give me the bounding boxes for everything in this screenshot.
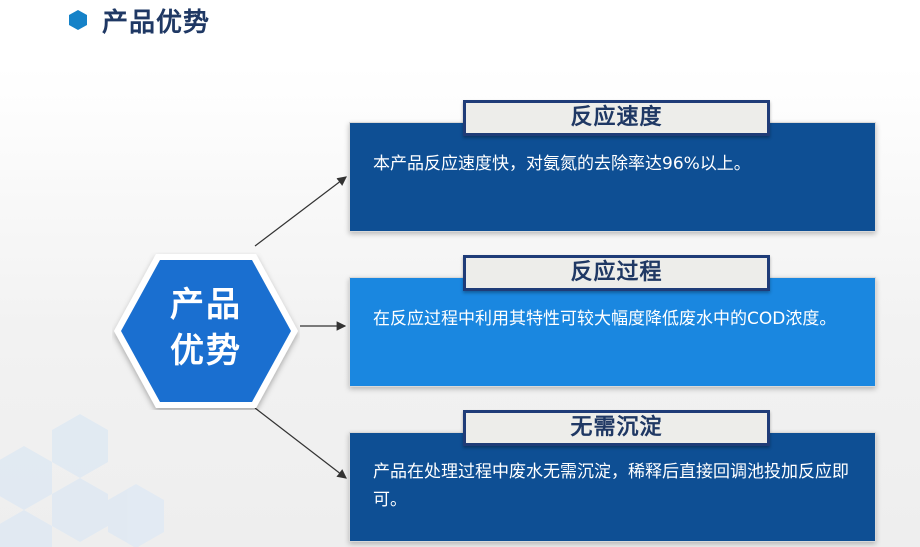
card-body — [349, 122, 876, 232]
center-label: 产品 优势 — [150, 282, 262, 382]
card-description: 在反应过程中利用其特性可较大幅度降低废水中的COD浓度。 — [373, 309, 837, 329]
card-body — [349, 432, 876, 542]
card-no-sedimentation: 无需沉淀 产品在处理过程中废水无需沉淀，稀释后直接回调池投加反应即可。 — [349, 410, 876, 542]
page-header: 产品优势 — [68, 4, 211, 38]
card-title-tab: 无需沉淀 — [463, 410, 770, 446]
card-reaction-process: 反应过程 在反应过程中利用其特性可较大幅度降低废水中的COD浓度。 — [349, 255, 876, 387]
card-title-tab: 反应过程 — [463, 255, 770, 291]
card-reaction-speed: 反应速度 本产品反应速度快，对氨氮的去除率达96%以上。 — [349, 100, 876, 232]
hexagon-bullet-icon — [69, 10, 87, 30]
page-title: 产品优势 — [102, 7, 211, 38]
card-description: 本产品反应速度快，对氨氮的去除率达96%以上。 — [373, 154, 751, 174]
card-title-tab: 反应速度 — [463, 100, 770, 136]
arrow-to-card-1 — [254, 176, 347, 247]
card-description: 产品在处理过程中废水无需沉淀，稀释后直接回调池投加反应即可。 — [373, 462, 849, 510]
center-label-line1: 产品 — [170, 285, 242, 325]
arrow-to-card-3 — [254, 407, 347, 479]
center-hexagon — [114, 254, 298, 408]
header-band — [0, 0, 920, 62]
center-label-line2: 优势 — [170, 331, 242, 371]
background-hexagon-pattern — [0, 414, 164, 547]
card-body — [349, 277, 876, 387]
